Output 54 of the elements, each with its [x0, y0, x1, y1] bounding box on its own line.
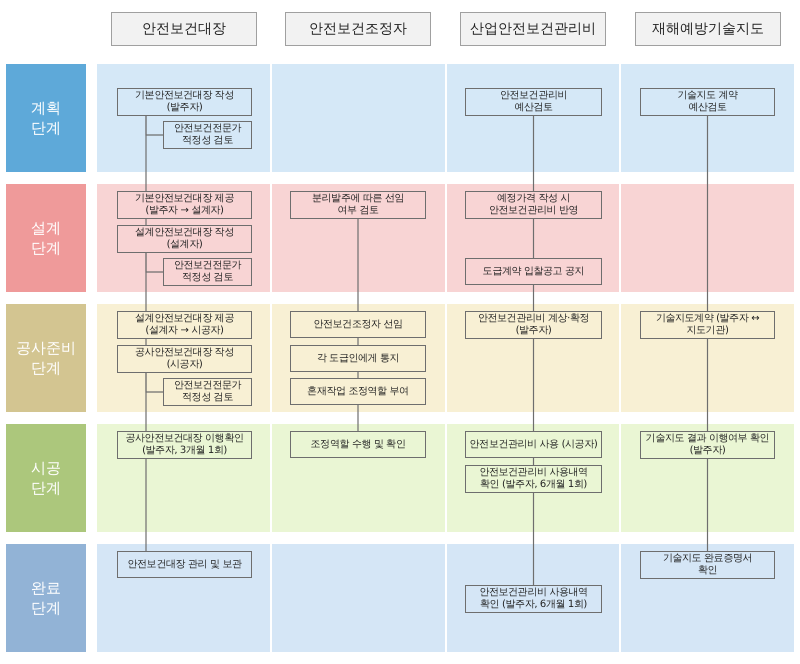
connector-line [532, 116, 534, 191]
stage-label: 계획 단계 [6, 64, 86, 172]
process-box: 각 도급인에게 통지 [290, 345, 426, 372]
process-box: 안전보건대장 관리 및 보관 [117, 551, 252, 578]
column-header: 재해예방기술지도 [635, 12, 781, 46]
column-header: 안전보건대장 [111, 12, 257, 46]
stage-label: 설계 단계 [6, 184, 86, 292]
connector-line [357, 219, 359, 311]
connector-line [145, 459, 147, 551]
connector-line [145, 339, 147, 345]
connector-line [145, 253, 163, 273]
column-header: 안전보건조정자 [285, 12, 431, 46]
process-box: 기본안전보건대장 작성 (발주자) [117, 88, 252, 116]
process-box: 안전보건관리비 사용내역 확인 (발주자, 6개월 1회) [465, 465, 602, 493]
connector-line [532, 219, 534, 258]
column-header: 산업안전보건관리비 [460, 12, 606, 46]
connector-line [532, 493, 534, 585]
process-box: 분리발주에 따른 선임 여부 검토 [290, 191, 426, 219]
process-box: 안전보건관리비 사용내역 확인 (발주자, 6개월 1회) [465, 585, 602, 613]
process-box: 안전보건전문가 적정성 검토 [163, 378, 252, 406]
process-box: 기술지도 계약 예산검토 [640, 88, 775, 116]
connector-line [706, 116, 708, 311]
connector-line [357, 372, 359, 378]
process-box: 안전보건조정자 선임 [290, 311, 426, 338]
process-box: 안전보건전문가 적정성 검토 [163, 121, 252, 149]
process-box: 설계안전보건대장 제공 (설계자 → 시공자) [117, 311, 252, 339]
connector-line [357, 338, 359, 345]
stage-label: 시공 단계 [6, 424, 86, 532]
process-box: 도급계약 입찰공고 공지 [465, 258, 602, 285]
process-box: 혼재작업 조정역할 부여 [290, 378, 426, 405]
connector-line [706, 339, 708, 431]
process-box: 기술지도계약 (발주자 ↔ 지도기관) [640, 311, 775, 339]
process-box: 기술지도 완료증명서 확인 [640, 551, 775, 579]
process-box: 기술지도 결과 이행여부 확인 (발주자) [640, 431, 775, 459]
process-box: 안전보건전문가 적정성 검토 [163, 258, 252, 286]
process-box: 공사안전보건대장 작성 (시공자) [117, 345, 252, 373]
connector-line [145, 219, 147, 225]
process-box: 조정역할 수행 및 확인 [290, 431, 426, 458]
process-box: 안전보건관리비 계상·확정 (발주자) [465, 311, 602, 339]
process-box: 설계안전보건대장 작성 (설계자) [117, 225, 252, 253]
connector-line [706, 459, 708, 551]
connector-line [357, 405, 359, 431]
process-box: 안전보건관리비 사용 (시공자) [465, 431, 602, 458]
connector-line [532, 339, 534, 431]
process-box: 안전보건관리비 예산검토 [465, 88, 602, 116]
connector-line [145, 373, 163, 393]
process-box: 예정가격 작성 시 안전보건관리비 반영 [465, 191, 602, 219]
connector-line [532, 458, 534, 465]
process-box: 기본안전보건대장 제공 (발주자 → 설계자) [117, 191, 252, 219]
stage-label: 공사준비 단계 [6, 304, 86, 412]
process-box: 공사안전보건대장 이행확인 (발주자, 3개월 1회) [117, 431, 252, 459]
stage-label: 완료 단계 [6, 544, 86, 652]
connector-line [532, 285, 534, 311]
connector-line [145, 116, 163, 136]
